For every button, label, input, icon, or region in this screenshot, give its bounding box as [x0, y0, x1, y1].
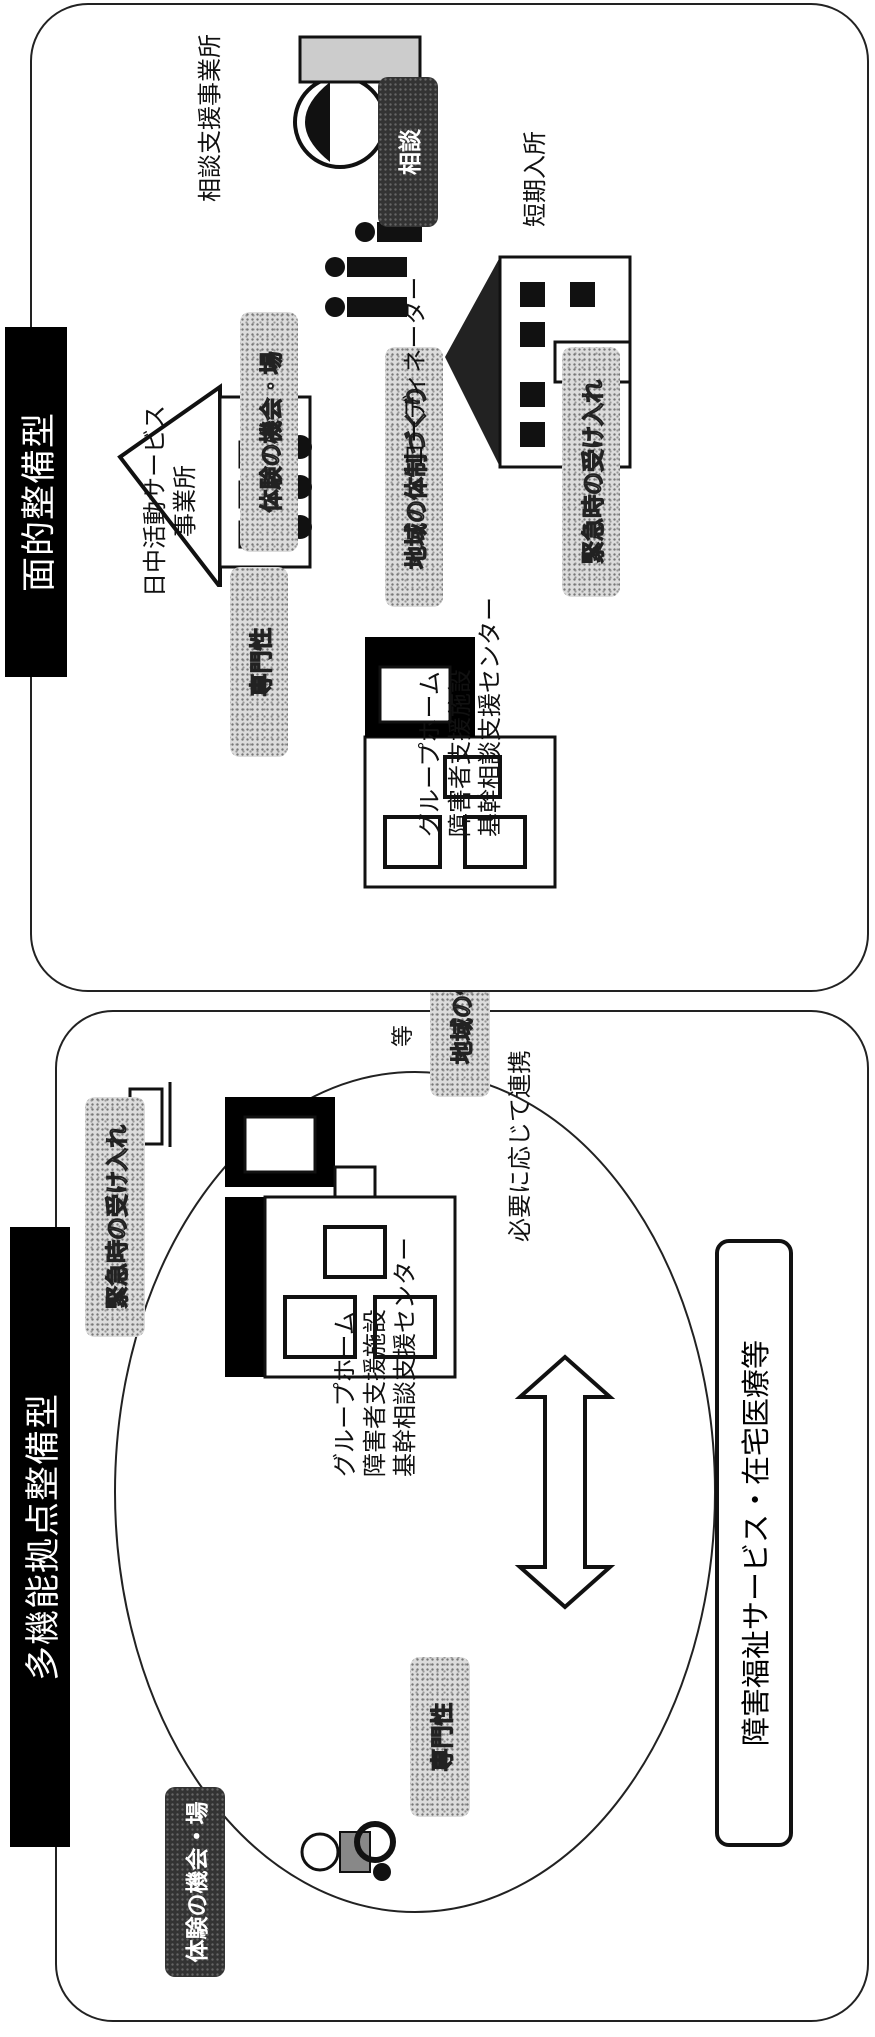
consultation-office-icon — [293, 35, 422, 169]
group-home-house-icon — [225, 1097, 457, 1379]
right-badge-experience: 体験の機会・場 — [240, 312, 298, 552]
left-center-label-block: グループホーム 障害者支援施設 基幹相談支援センター — [330, 1237, 420, 1477]
right-badge-emergency: 緊急時の受け入れ — [562, 347, 620, 597]
left-center-line-3: 基幹相談支援センター — [391, 1237, 419, 1477]
right-group-home-label: グループホーム 障害者支援施設 基幹相談支援センター — [415, 597, 505, 837]
right-badge-expertise: 専門性 — [230, 567, 288, 757]
short-stay-label: 短期入所 — [521, 131, 549, 227]
multi-function-title: 多機能拠点整備型 — [10, 1227, 70, 1847]
day-activity-label: 日中活動サービス 事業所 — [140, 405, 200, 597]
area-type-title: 面的整備型 — [5, 327, 67, 677]
coordinator-people-icon — [325, 222, 422, 317]
right-group-home-house-icon — [363, 637, 557, 889]
right-gh-line-1: グループホーム — [416, 671, 444, 837]
link-as-needed-label: 必要に応じて連携 — [506, 1050, 534, 1242]
left-center-line-1: グループホーム — [331, 1311, 359, 1477]
summary-box: 障害福祉サービス・在宅医療等 — [715, 1239, 793, 1847]
double-arrow-icon — [514, 1354, 616, 1610]
badge-experience: 体験の機会・場 — [165, 1787, 225, 1977]
right-gh-line-2: 障害者支援施設 — [446, 669, 474, 837]
badge-expertise: 専門性 — [410, 1657, 470, 1817]
left-etc-label: 等 — [391, 1024, 416, 1047]
day-activity-line-2: 事業所 — [171, 465, 199, 537]
badge-emergency: 緊急時の受け入れ — [85, 1097, 145, 1337]
left-center-line-2: 障害者支援施設 — [361, 1309, 389, 1477]
consultation-office-label: 相談支援事業所 — [196, 34, 224, 202]
wheelchair-person-icon — [300, 1821, 396, 1881]
right-gh-line-3: 基幹相談支援センター — [476, 597, 504, 837]
day-activity-line-1: 日中活動サービス — [141, 405, 169, 597]
coordinator-label: コーディネーター — [401, 276, 429, 467]
right-badge-consultation: 相談 — [378, 77, 438, 227]
